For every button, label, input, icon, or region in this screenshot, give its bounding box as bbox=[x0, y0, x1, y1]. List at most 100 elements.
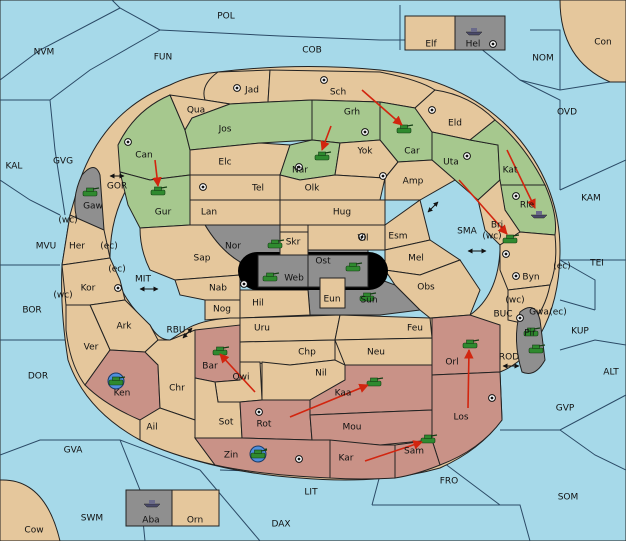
label-coast: (ec) bbox=[549, 308, 567, 318]
label-sot: Sot bbox=[219, 418, 234, 428]
region-eun-box[interactable] bbox=[319, 277, 346, 309]
label-her: Her bbox=[69, 242, 85, 252]
label-ovd: OVD bbox=[557, 108, 577, 118]
label-alt: ALT bbox=[603, 368, 619, 378]
label-bri: Bri bbox=[491, 221, 503, 231]
region-orn[interactable] bbox=[171, 489, 220, 527]
label-nvm: NVM bbox=[34, 48, 55, 58]
label-jos: Jos bbox=[218, 125, 232, 135]
region-rot[interactable] bbox=[239, 399, 313, 441]
label-rle: Rle bbox=[520, 201, 535, 211]
label-zin: Zin bbox=[224, 451, 238, 461]
label-los: Los bbox=[453, 413, 468, 423]
label-gva: GVA bbox=[64, 446, 84, 456]
label-nar: Nar bbox=[292, 166, 308, 176]
region-nog[interactable] bbox=[204, 299, 241, 321]
label-sap: Sap bbox=[194, 254, 211, 264]
label-web: Web bbox=[284, 274, 304, 284]
label-orl: Orl bbox=[445, 358, 458, 368]
label-esm: Esm bbox=[388, 232, 407, 242]
label-gvg: GVG bbox=[53, 157, 73, 167]
label-tei: TEI bbox=[589, 259, 604, 269]
region-hil[interactable] bbox=[239, 289, 311, 319]
label-nor: Nor bbox=[225, 242, 241, 252]
label-sam: Sam bbox=[404, 447, 424, 457]
tunnel-interior bbox=[257, 254, 369, 288]
region-sam[interactable] bbox=[394, 439, 441, 479]
label-olk: Olk bbox=[305, 184, 321, 194]
label-ver: Ver bbox=[84, 343, 99, 353]
label-hel: Hel bbox=[466, 40, 481, 50]
coast-labels: (wc) (ec) (ec) (wc) (wc) (ec) (wc) (ec) bbox=[53, 216, 570, 318]
label-con: Con bbox=[594, 38, 612, 48]
label-cow: Cow bbox=[24, 526, 43, 536]
label-mou: Mou bbox=[343, 423, 362, 433]
label-rot: Rot bbox=[257, 420, 272, 430]
label-tel: Tel bbox=[251, 184, 264, 194]
label-chr: Chr bbox=[169, 384, 185, 394]
label-yok: Yok bbox=[356, 147, 373, 157]
label-pir: Pir bbox=[524, 329, 536, 339]
label-can: Can bbox=[135, 151, 153, 161]
units bbox=[82, 27, 548, 508]
region-nab[interactable] bbox=[174, 274, 241, 301]
label-mit: MIT bbox=[135, 275, 151, 285]
label-coast: (ec) bbox=[100, 242, 118, 252]
label-ail: Ail bbox=[146, 423, 157, 433]
label-gor: GOR bbox=[107, 182, 127, 192]
label-uta: Uta bbox=[443, 158, 459, 168]
label-kar: Kar bbox=[339, 454, 354, 464]
label-rbu: RBU bbox=[166, 326, 185, 336]
label-gur: Gur bbox=[155, 208, 172, 218]
label-coast: (ec) bbox=[553, 262, 571, 272]
region-ail[interactable] bbox=[139, 407, 217, 466]
label-grh: Grh bbox=[344, 108, 360, 118]
label-sun: Sun bbox=[360, 296, 377, 306]
label-kaa: Kaa bbox=[335, 389, 352, 399]
label-kam: KAM bbox=[581, 194, 601, 204]
label-nil: Nil bbox=[315, 369, 327, 379]
label-coast: (wc) bbox=[53, 291, 72, 301]
label-lit: LIT bbox=[304, 488, 318, 498]
region-pir[interactable] bbox=[516, 307, 546, 374]
label-nom: NOM bbox=[532, 54, 554, 64]
label-swm: SWM bbox=[81, 514, 103, 524]
label-aba: Aba bbox=[142, 516, 159, 526]
label-som: SOM bbox=[558, 493, 579, 503]
label-obs: Obs bbox=[417, 283, 435, 293]
label-pol: POL bbox=[217, 12, 235, 22]
land-labels: Jad Sch Qua Jos Grh Eld Car Can Elc Nar … bbox=[69, 86, 549, 464]
label-coast: (wc) bbox=[58, 216, 77, 226]
label-ost: Ost bbox=[315, 257, 331, 267]
label-bar: Bar bbox=[202, 362, 218, 372]
label-dax: DAX bbox=[271, 520, 290, 530]
label-hug: Hug bbox=[333, 208, 351, 218]
label-neu: Neu bbox=[367, 348, 385, 358]
label-coast: (wc) bbox=[482, 232, 501, 242]
label-car: Car bbox=[404, 147, 420, 157]
region-elf[interactable] bbox=[404, 15, 456, 51]
label-mvu: MVU bbox=[36, 242, 57, 252]
label-amp: Amp bbox=[403, 177, 424, 187]
label-fun: FUN bbox=[154, 53, 173, 63]
region-olk[interactable] bbox=[279, 174, 386, 201]
strait-markers bbox=[109, 173, 520, 369]
label-kor: Kor bbox=[81, 284, 96, 294]
label-sma: SMA bbox=[457, 227, 477, 237]
label-nab: Nab bbox=[209, 284, 227, 294]
sea-labels: POL NVM FUN COB NOM Con Elf Hel OVD KAM … bbox=[6, 12, 620, 536]
label-qwi: Qwi bbox=[233, 373, 250, 383]
label-elc: Elc bbox=[218, 158, 231, 168]
region-vil[interactable] bbox=[307, 224, 386, 251]
label-orn: Orn bbox=[187, 516, 203, 526]
label-chp: Chp bbox=[298, 348, 316, 358]
label-gwa: Gwa bbox=[529, 308, 549, 318]
region-con[interactable] bbox=[559, 0, 626, 83]
label-bor: BOR bbox=[22, 306, 41, 316]
region-grh[interactable] bbox=[311, 99, 381, 144]
move-orders bbox=[152, 89, 536, 462]
label-cob: COB bbox=[302, 46, 322, 56]
label-gaw: Gaw bbox=[83, 202, 103, 212]
label-byn: Byn bbox=[522, 273, 539, 283]
